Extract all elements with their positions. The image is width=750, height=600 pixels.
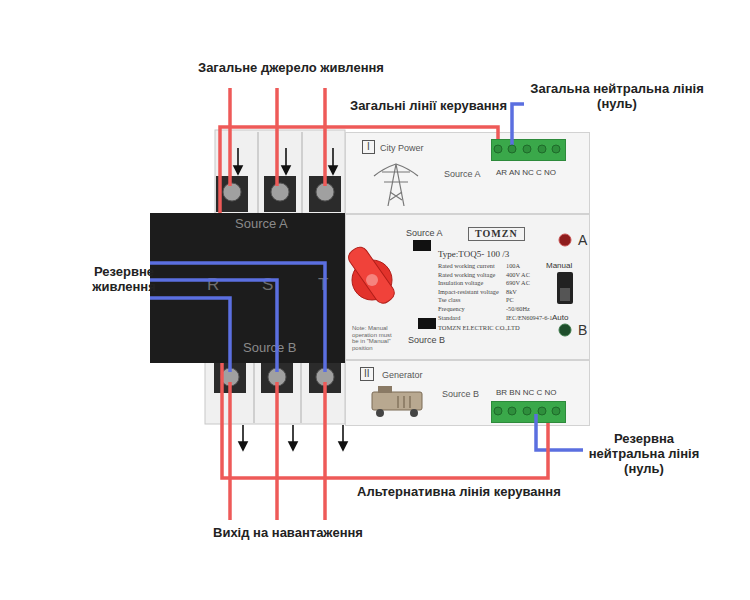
- edge-label: Загальні лінії керування: [350, 99, 507, 114]
- mode-name: Auto: [552, 313, 568, 322]
- pole-divider: [300, 363, 302, 423]
- flow-arrow: [242, 425, 244, 444]
- bottom-pole-housing: [205, 362, 345, 424]
- control-module: Source A Source B Note: Manual operation m…: [345, 214, 590, 360]
- switch-body: Source A R S T Source B: [150, 213, 345, 363]
- spec-value: IEC/EN60947-6-1: [506, 314, 553, 321]
- terminal-screw: [316, 183, 334, 201]
- source-name: City Power: [380, 143, 424, 153]
- arrow-head: [234, 166, 242, 174]
- source-label: Source A: [444, 169, 481, 179]
- city-power-panel: I City PowerSource A AR AN NC C NO: [345, 132, 590, 214]
- spec-name: Impact-resistant voltage: [438, 288, 499, 295]
- output-wire: [275, 382, 279, 520]
- spec-name: Rated working current: [438, 262, 495, 269]
- edge-label: Альтернативна лінія керування: [357, 485, 561, 500]
- power-source-label: Загальне джерело живлення: [198, 61, 384, 76]
- source-label: Source B: [442, 389, 479, 399]
- neutral-label: Резервна нейтральна лінія (нуль): [585, 432, 703, 477]
- type-code: Type:TOQ5- 100 /3: [438, 249, 509, 259]
- terminal-block: BR BN NC C NO: [491, 401, 566, 423]
- pole-divider: [253, 363, 255, 423]
- spec-name: Rated working voltage: [438, 271, 495, 278]
- flow-arrow: [285, 148, 287, 168]
- terminal-box: [309, 176, 341, 212]
- phase-wire: [275, 88, 279, 186]
- top-pole-housing: [215, 130, 345, 215]
- source-label: Source A: [406, 228, 443, 238]
- arrow-head: [339, 442, 347, 450]
- terminal-block: AR AN NC C NO: [491, 139, 566, 161]
- brand-name: TOMZN: [468, 227, 525, 241]
- source-number: I: [362, 140, 375, 154]
- neutral-label: Загальна нейтральна лінія (нуль): [522, 82, 712, 112]
- source-number: II: [360, 367, 374, 381]
- spec-name: Insulation voltage: [438, 279, 483, 286]
- source-label: Source B: [243, 341, 296, 356]
- spec-value: -50/60Hz: [506, 305, 530, 312]
- phase-letter: S: [262, 275, 273, 295]
- terminal-screw: [268, 368, 286, 386]
- pole-divider: [257, 132, 259, 213]
- terminal-screw: [221, 368, 239, 386]
- phase-letter: R: [207, 275, 219, 295]
- arrow-head: [282, 166, 290, 174]
- spec-name: Tse class: [438, 296, 460, 303]
- flow-arrow: [237, 148, 239, 168]
- generator-panel: II GeneratorSource B BR BN NC C NO: [345, 360, 590, 426]
- mode-selector: ManualAuto: [546, 257, 586, 327]
- source-a-wires: [230, 88, 325, 186]
- terminal-box: [309, 363, 341, 393]
- arrow-head: [239, 442, 247, 450]
- flow-arrow: [332, 148, 334, 168]
- source-label: Source B: [408, 335, 445, 345]
- spec-value: 400V AC: [506, 271, 530, 278]
- maker-name: TOMZN ELECTRIC CO.,LTD: [438, 324, 520, 331]
- terminal-screw: [316, 368, 334, 386]
- terminal-screw: [271, 183, 289, 201]
- source-name: Generator: [382, 370, 423, 380]
- arrow-head: [329, 166, 337, 174]
- spec-value: 100A: [506, 262, 520, 269]
- arrow-head: [289, 442, 297, 450]
- terminal-box: [264, 176, 296, 212]
- terminal-box: [216, 176, 248, 212]
- phase-letter: T: [318, 275, 328, 295]
- pole-divider: [301, 132, 303, 213]
- phase-wire: [323, 88, 327, 186]
- spec-value: PC: [506, 296, 514, 303]
- spec-name: Frequency: [438, 305, 465, 312]
- terminal-screw: [223, 183, 241, 201]
- flow-arrow: [342, 425, 344, 444]
- spec-value: 690V AC: [506, 279, 530, 286]
- output-wire: [228, 382, 232, 520]
- load-output-label: Вихід на навантаження: [213, 526, 363, 541]
- mode-name: Manual: [546, 261, 572, 270]
- operation-note: Note: Manual operation must be in "Manua…: [352, 325, 398, 351]
- phase-wire: [228, 88, 232, 186]
- load-wires: [230, 382, 325, 520]
- terminal-names: BR BN NC C NO: [496, 388, 556, 397]
- flow-arrow: [292, 425, 294, 444]
- source-label: Source A: [235, 217, 288, 232]
- output-wire: [323, 382, 327, 520]
- spec-name: Standard: [438, 314, 460, 321]
- spec-value: 8kV: [506, 288, 517, 295]
- terminal-box: [214, 363, 246, 393]
- terminal-box: [261, 363, 293, 393]
- terminal-names: AR AN NC C NO: [496, 168, 556, 177]
